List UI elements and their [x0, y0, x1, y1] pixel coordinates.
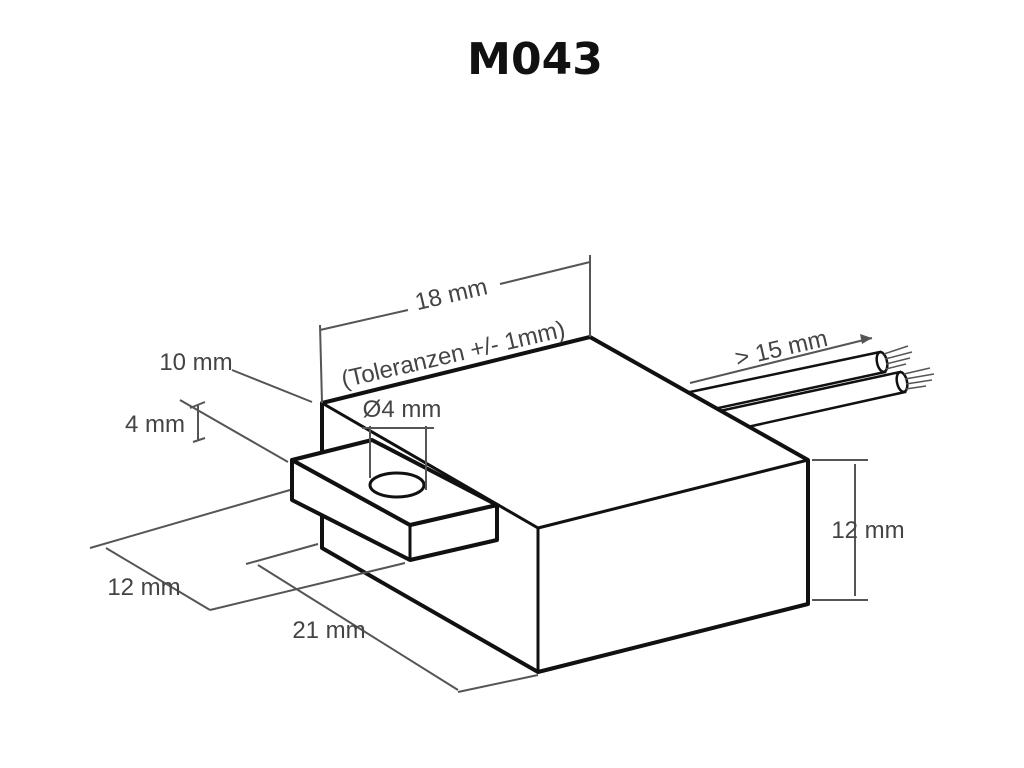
- dim-label-hole-diameter: Ø4 mm: [363, 396, 442, 423]
- component-body: [320, 335, 810, 674]
- wire-upper-strands: [883, 345, 913, 370]
- diagram-title: M043: [467, 34, 603, 85]
- wire-lower-strands: [903, 367, 935, 390]
- dim-label-length: 18 mm: [413, 273, 491, 316]
- tab-top-face: [290, 438, 499, 527]
- dim-label-width: 21 mm: [292, 617, 365, 644]
- mounting-tab: [290, 438, 499, 562]
- dim-label-height: 12 mm: [831, 517, 904, 544]
- wire-leads: [688, 345, 935, 434]
- mounting-hole: [368, 471, 426, 499]
- dim-label-tab-depth: 10 mm: [159, 349, 232, 376]
- dim-label-tab-width: 12 mm: [107, 574, 180, 601]
- dim-label-tab-thickness: 4 mm: [125, 411, 185, 438]
- dimension-lines: [89, 255, 873, 693]
